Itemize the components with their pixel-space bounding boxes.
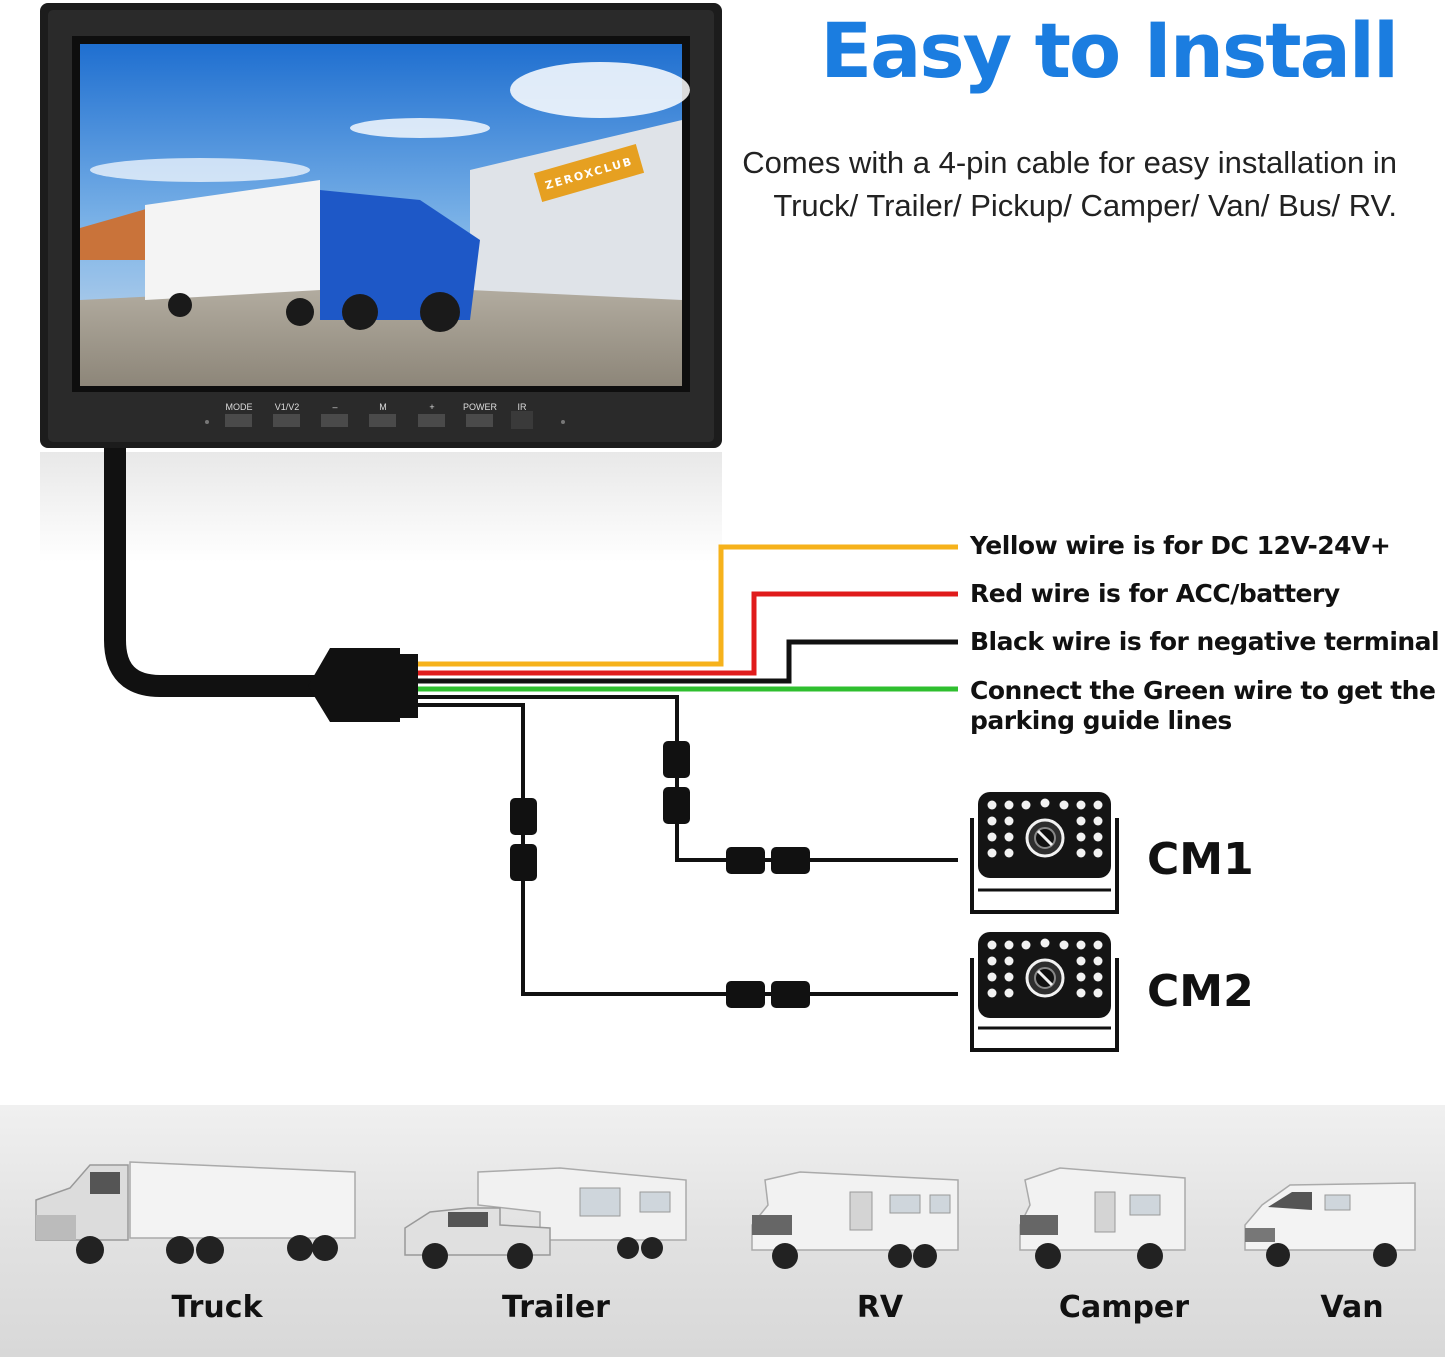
ir-sensor: [511, 411, 533, 429]
cm2-plug-b: [771, 981, 810, 1008]
monitor-reflection: [40, 452, 722, 562]
yellow-wire-label: Yellow wire is for DC 12V-24V+: [970, 531, 1391, 560]
red-wire-label: Red wire is for ACC/battery: [970, 579, 1340, 608]
v1v2-button[interactable]: [273, 414, 300, 427]
main-cable: [104, 448, 320, 697]
cable-connector-tip: [398, 654, 418, 718]
camera2-label: CM2: [1147, 966, 1254, 1017]
vehicle-label-truck: Truck: [171, 1290, 263, 1325]
trailer-icon: [404, 1167, 687, 1269]
led-indicator: [205, 420, 209, 424]
v1v2-button-label: V1/V2: [274, 402, 300, 412]
camera1-lead: [418, 695, 958, 862]
mic-indicator: [561, 420, 565, 424]
subtitle-line-1: Comes with a 4-pin cable for easy instal…: [742, 145, 1397, 180]
truck-icon: [35, 1161, 356, 1264]
cm1-connector-b: [663, 787, 690, 824]
cable-connector: [308, 648, 400, 722]
cm1-connector-a: [663, 741, 690, 778]
camera1-label: CM1: [1147, 834, 1254, 885]
vehicle-label-rv: RV: [856, 1290, 904, 1325]
green-wire-label-line1: Connect the Green wire to get the: [970, 676, 1436, 705]
page-title: Easy to Install: [820, 6, 1399, 95]
red-wire: [418, 591, 958, 676]
cm1-plug-b: [771, 847, 810, 874]
monitor-buttons: [205, 411, 565, 429]
black-wire-label: Black wire is for negative terminal: [970, 627, 1440, 656]
m-button[interactable]: [369, 414, 396, 427]
m-button-label: M: [379, 402, 387, 412]
cm1-plug-a: [726, 847, 765, 874]
monitor: [40, 3, 722, 448]
green-wire-label-line2: parking guide lines: [970, 706, 1232, 735]
rv-icon: [751, 1171, 959, 1269]
plus-button[interactable]: [418, 414, 445, 427]
van-icon: [1244, 1182, 1416, 1267]
minus-button-label: –: [332, 402, 338, 412]
yellow-wire: [418, 544, 958, 667]
mode-button[interactable]: [225, 414, 252, 427]
cm2-connector-a: [510, 798, 537, 835]
camera-icon: [970, 932, 1119, 1052]
monitor-screen: [80, 44, 690, 386]
vehicle-label-camper: Camper: [1058, 1290, 1190, 1325]
vehicle-label-van: Van: [1320, 1290, 1384, 1325]
plus-button-label: +: [429, 402, 435, 412]
camera-icon: [970, 792, 1119, 914]
power-button[interactable]: [466, 414, 493, 427]
ir-label: IR: [517, 402, 527, 412]
subtitle-line-2: Truck/ Trailer/ Pickup/ Camper/ Van/ Bus…: [773, 188, 1397, 223]
camper-icon: [1019, 1167, 1186, 1269]
cm2-plug-a: [726, 981, 765, 1008]
mode-button-label: MODE: [225, 402, 253, 412]
black-wire: [418, 639, 958, 684]
minus-button[interactable]: [321, 414, 348, 427]
vehicle-label-trailer: Trailer: [502, 1290, 610, 1325]
cm2-connector-b: [510, 844, 537, 881]
power-button-label: POWER: [462, 402, 498, 412]
